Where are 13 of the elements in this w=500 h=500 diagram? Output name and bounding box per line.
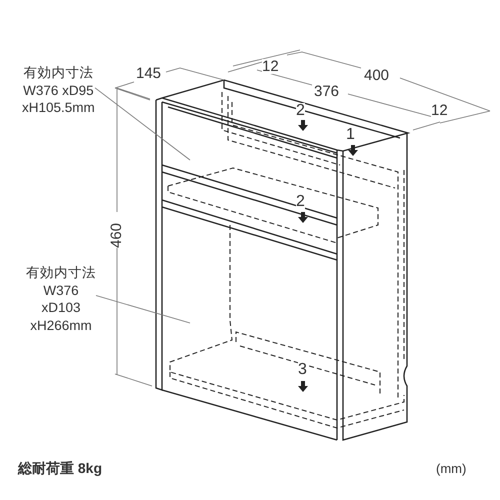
dimension-value: 460 xyxy=(109,222,124,248)
dimension-value: 145 xyxy=(136,66,162,81)
dimension-value: 12 xyxy=(262,59,279,74)
leader-line xyxy=(94,87,190,160)
callout-number: 2 xyxy=(296,194,305,210)
dimension-value: 400 xyxy=(364,68,390,83)
dimension-value: 376 xyxy=(314,84,340,99)
dimension-value: 12 xyxy=(431,103,448,118)
leader-line xyxy=(96,295,190,324)
load-capacity-note: 総耐荷重 8kg xyxy=(18,461,102,475)
unit-note: (mm) xyxy=(436,462,466,475)
dimension-callout-text: 有効内寸法 W376 xD103 xH266mm xyxy=(26,264,96,334)
dimension-callout-text: 有効内寸法 W376 xD95 xH105.5mm xyxy=(22,64,95,117)
